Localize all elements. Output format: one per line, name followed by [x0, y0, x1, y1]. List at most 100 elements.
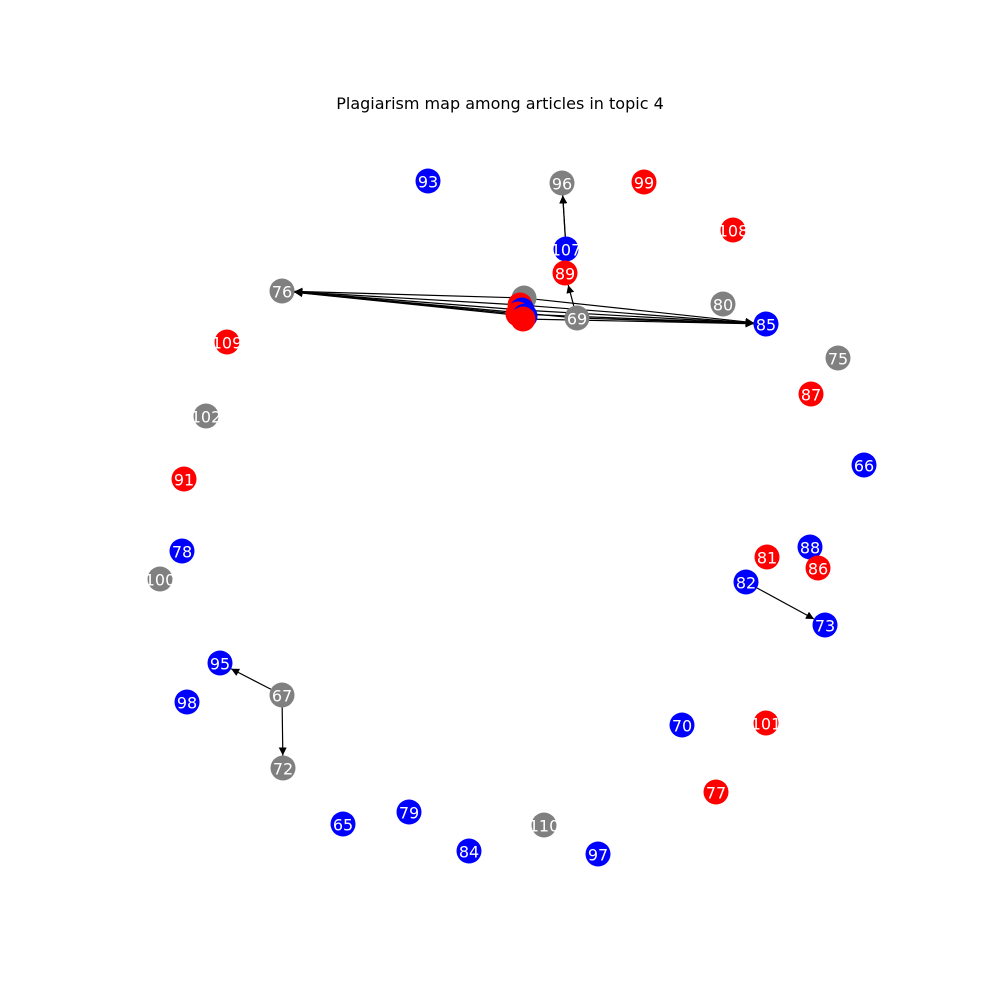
node-73: 73: [812, 612, 838, 638]
node-84: 84: [456, 838, 482, 864]
node-label-102: 102: [191, 408, 222, 427]
edge-69-to-89: [566, 284, 575, 307]
edge-67-to-72: [278, 707, 287, 756]
node-circle-97: [585, 841, 611, 867]
node-circle-93: [415, 168, 441, 194]
node-70: 70: [669, 712, 695, 738]
node-circle-72: [270, 755, 296, 781]
node-label-73: 73: [815, 617, 835, 636]
node-circle-101: [753, 710, 779, 736]
node-101: 101: [751, 710, 781, 736]
node-69: 69: [564, 305, 590, 331]
node-circle-107: [553, 236, 579, 262]
node-label-79: 79: [399, 804, 419, 823]
node-88: 88: [797, 534, 823, 560]
node-label-107: 107: [551, 241, 582, 260]
node-label-66: 66: [854, 457, 874, 476]
node-circle-73: [812, 612, 838, 638]
edge-cl1-to-85: [536, 298, 754, 326]
node-label-108: 108: [718, 222, 749, 241]
node-109: 109: [212, 329, 242, 355]
node-label-70: 70: [672, 717, 692, 736]
node-86: 86: [805, 555, 831, 581]
node-75: 75: [825, 345, 851, 371]
node-label-82: 82: [736, 574, 756, 593]
node-77: 77: [703, 779, 729, 805]
diagram-title: Plagiarism map among articles in topic 4: [336, 94, 664, 113]
node-circle-86: [805, 555, 831, 581]
node-110: 110: [529, 812, 560, 838]
node-circle-100: [147, 566, 173, 592]
node-80: 80: [710, 291, 736, 317]
node-label-89: 89: [555, 265, 575, 284]
edges-layer: [230, 195, 815, 756]
node-circle-65: [330, 811, 356, 837]
node-102: 102: [191, 403, 222, 429]
node-label-91: 91: [174, 471, 194, 490]
node-66: 66: [851, 452, 877, 478]
node-67: 67: [269, 682, 295, 708]
edge-107-to-96: [559, 195, 568, 237]
node-circle-96: [549, 170, 575, 196]
node-circle-99: [631, 169, 657, 195]
node-cl6: [510, 306, 536, 332]
node-circle-78: [169, 538, 195, 564]
node-label-100: 100: [145, 571, 176, 590]
node-circle-110: [531, 812, 557, 838]
node-96: 96: [549, 170, 575, 196]
node-circle-85: [753, 311, 779, 337]
node-65: 65: [330, 811, 356, 837]
node-circle-66: [851, 452, 877, 478]
node-100: 100: [145, 566, 176, 592]
node-label-65: 65: [333, 816, 353, 835]
node-circle-98: [174, 689, 200, 715]
node-label-78: 78: [172, 543, 192, 562]
node-circle-102: [193, 403, 219, 429]
node-circle-80: [710, 291, 736, 317]
node-circle-88: [797, 534, 823, 560]
node-circle-109: [214, 329, 240, 355]
node-label-86: 86: [808, 560, 828, 579]
node-circle-67: [269, 682, 295, 708]
node-label-93: 93: [418, 173, 438, 192]
node-95: 95: [207, 650, 233, 676]
node-circle-cl6: [510, 306, 536, 332]
node-label-69: 69: [567, 310, 587, 329]
node-label-75: 75: [828, 350, 848, 369]
node-circle-91: [171, 466, 197, 492]
node-93: 93: [415, 168, 441, 194]
node-label-72: 72: [273, 760, 293, 779]
node-label-85: 85: [756, 316, 776, 335]
node-82: 82: [733, 569, 759, 595]
edge-cl2-to-76: [294, 288, 508, 305]
node-circle-82: [733, 569, 759, 595]
node-circle-84: [456, 838, 482, 864]
node-circle-69: [564, 305, 590, 331]
node-label-95: 95: [210, 655, 230, 674]
node-circle-70: [669, 712, 695, 738]
node-98: 98: [174, 689, 200, 715]
node-label-98: 98: [177, 694, 197, 713]
node-79: 79: [396, 799, 422, 825]
node-label-99: 99: [634, 174, 654, 193]
node-107: 107: [551, 236, 582, 262]
edge-82-to-73: [756, 587, 815, 620]
node-97: 97: [585, 841, 611, 867]
node-label-76: 76: [272, 283, 292, 302]
node-circle-108: [720, 217, 746, 243]
node-85: 85: [753, 311, 779, 337]
node-circle-89: [552, 260, 578, 286]
node-label-110: 110: [529, 817, 560, 836]
node-label-80: 80: [713, 296, 733, 315]
node-108: 108: [718, 217, 749, 243]
node-76: 76: [269, 278, 295, 304]
node-72: 72: [270, 755, 296, 781]
node-circle-79: [396, 799, 422, 825]
node-78: 78: [169, 538, 195, 564]
node-81: 81: [754, 544, 780, 570]
edge-67-to-95: [230, 668, 272, 690]
node-89: 89: [552, 260, 578, 286]
node-circle-77: [703, 779, 729, 805]
